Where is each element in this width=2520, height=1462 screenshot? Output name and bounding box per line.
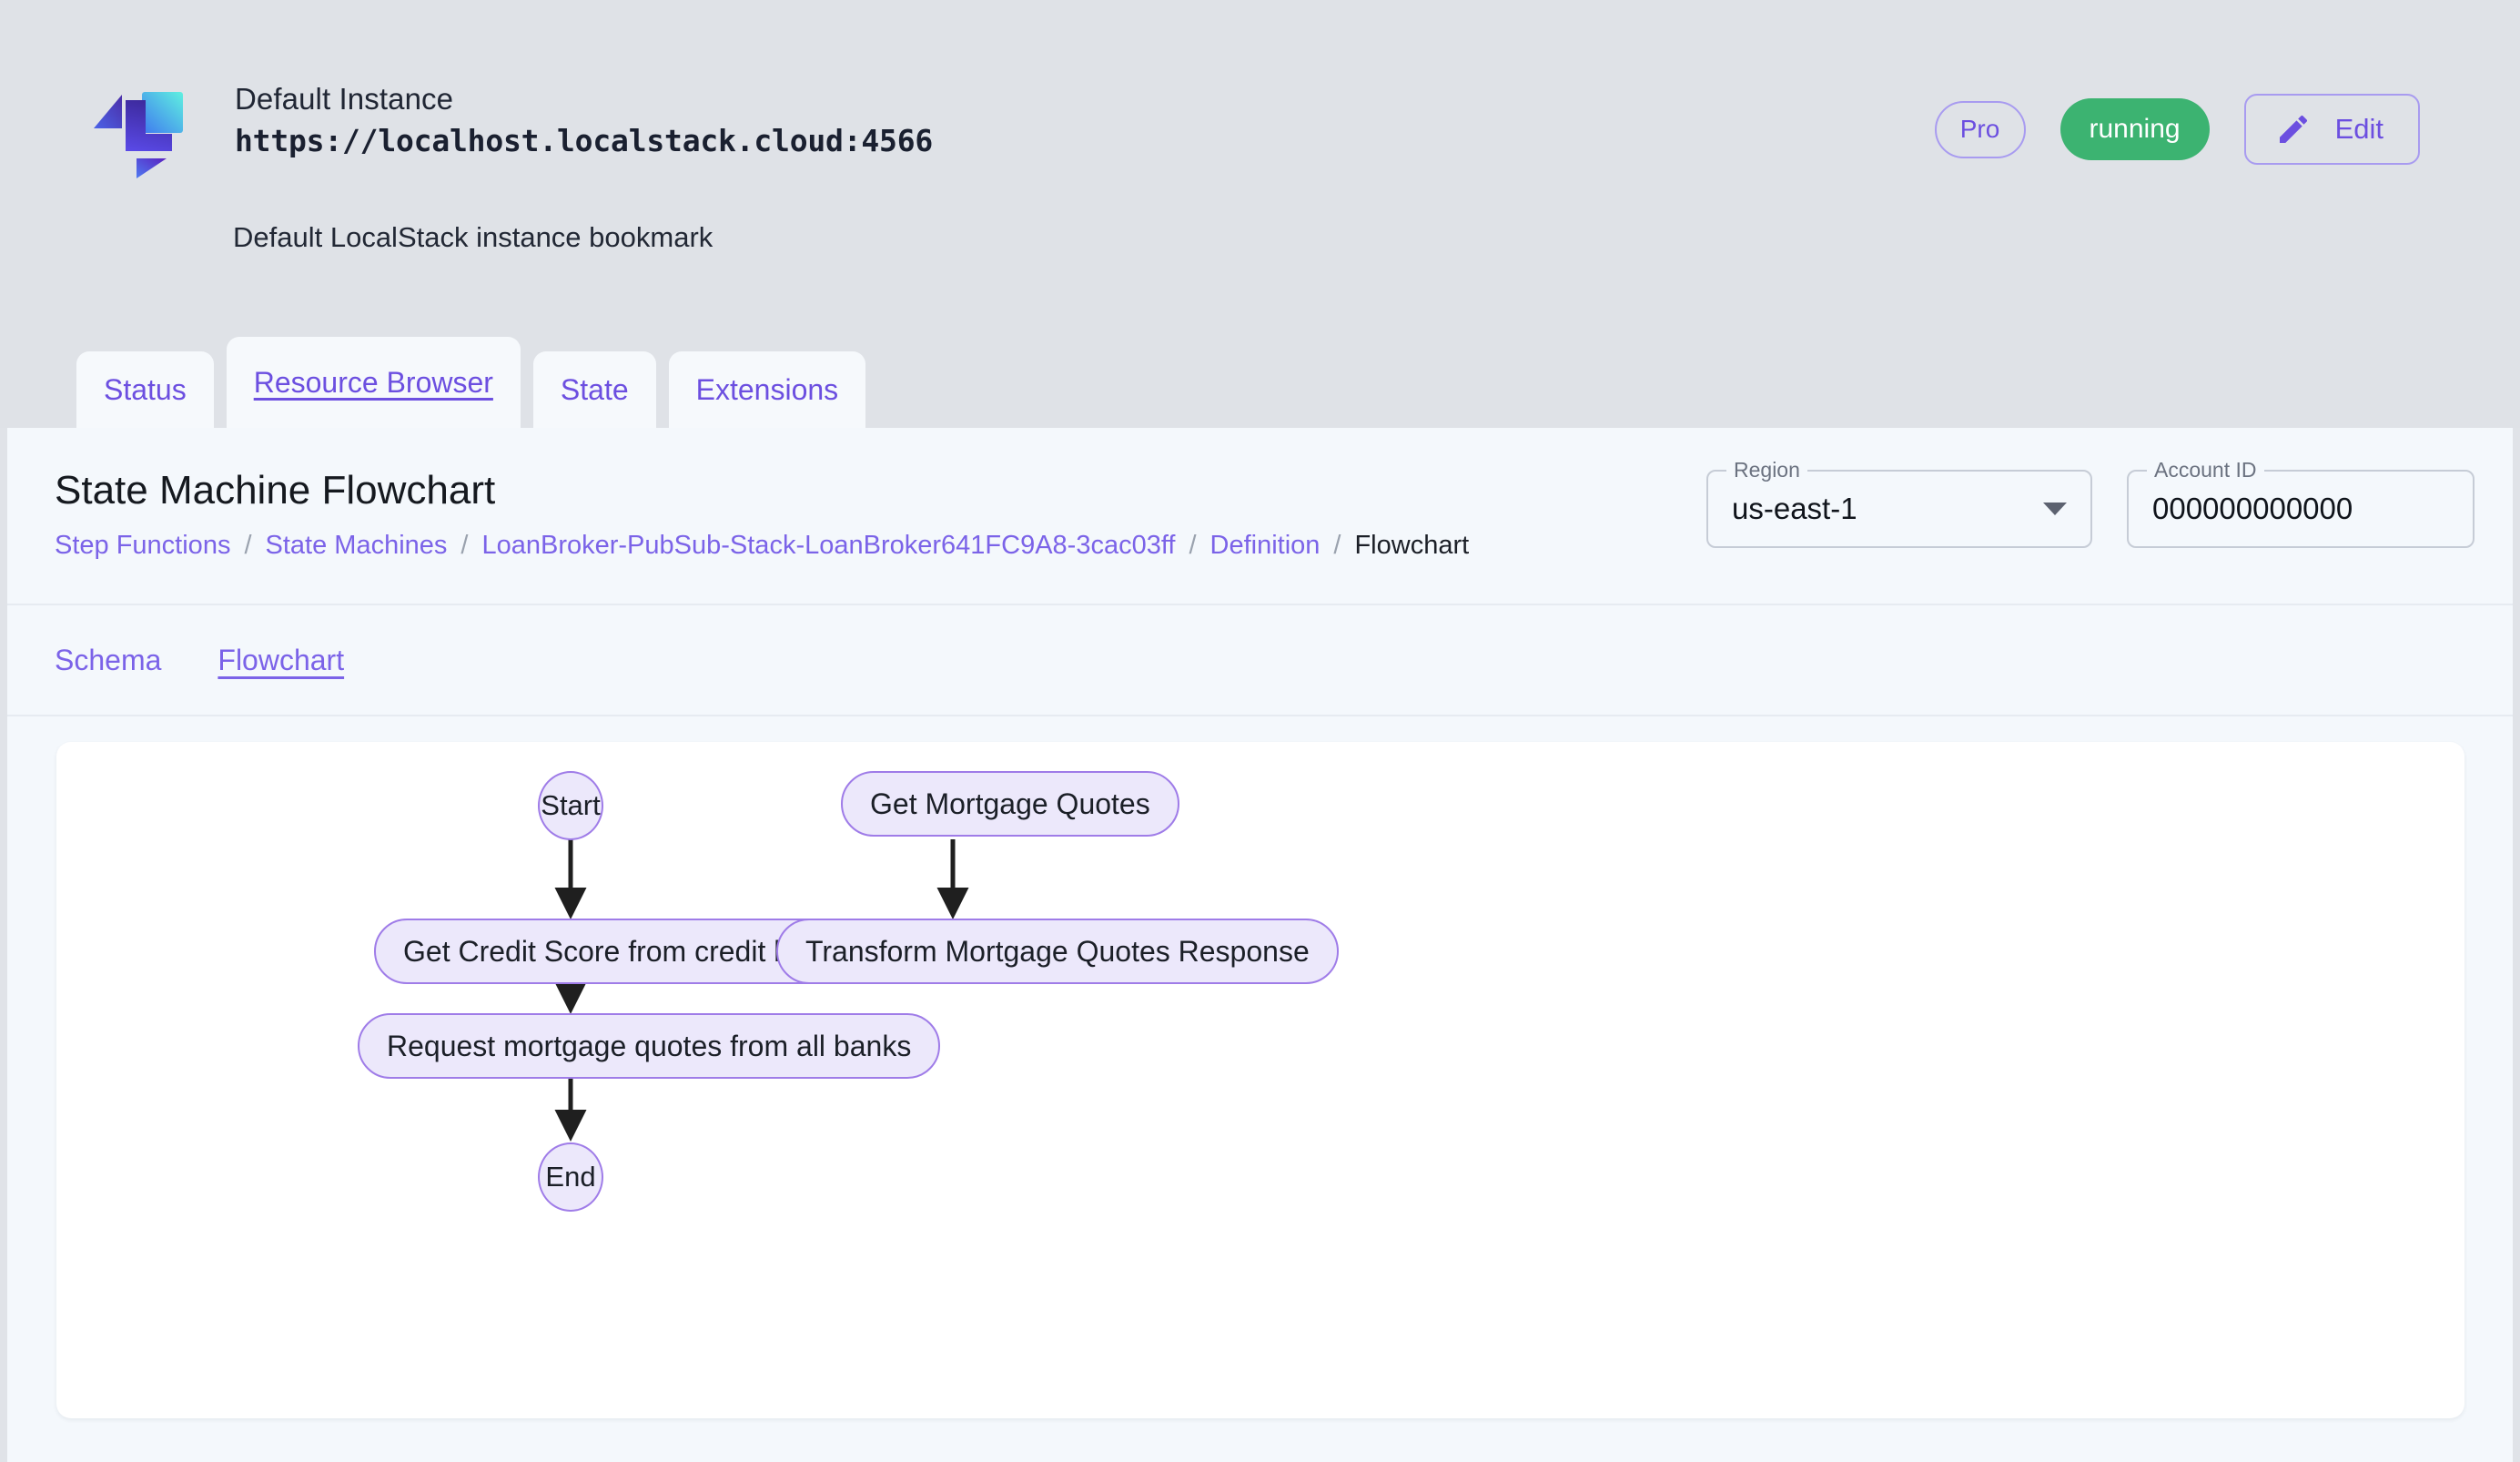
region-label: Region [1726,458,1807,482]
breadcrumb-separator: / [1333,531,1341,560]
subtab-flowchart[interactable]: Flowchart [218,643,345,676]
flow-node-transform-mortgage-quotes-response[interactable]: Transform Mortgage Quotes Response [776,919,1339,984]
sub-tabs: Schema Flowchart [7,605,2513,716]
brand-text: Default Instance https://localhost.local… [235,80,933,161]
breadcrumb-item-state-machine-name[interactable]: LoanBroker-PubSub-Stack-LoanBroker641FC9… [481,531,1176,560]
instance-description: Default LocalStack instance bookmark [233,221,713,253]
tab-status[interactable]: Status [76,351,214,428]
flowchart-edges [554,839,969,1142]
flow-node-get-mortgage-quotes-label: Get Mortgage Quotes [870,787,1150,820]
flowchart-canvas[interactable]: Start Get Credit Score from credit burea… [56,742,2464,1418]
chevron-down-icon [2043,503,2067,515]
region-select[interactable]: Region us-east-1 [1706,458,2092,548]
tab-state-label: State [560,372,629,406]
status-badge: running [2060,98,2210,160]
localstack-logo-icon [89,84,187,182]
flow-node-start-label: Start [541,789,601,821]
flow-node-end[interactable]: End [538,1142,603,1212]
account-id-field[interactable]: Account ID 000000000000 [2127,458,2474,548]
breadcrumb-item-state-machines[interactable]: State Machines [265,531,448,560]
instance-header: Default Instance https://localhost.local… [0,0,2520,428]
flow-node-request-mortgage-quotes-label: Request mortgage quotes from all banks [387,1029,912,1062]
instance-name: Default Instance [235,82,454,116]
tab-resource-browser-label: Resource Browser [253,365,493,399]
breadcrumb-item-step-functions[interactable]: Step Functions [55,531,231,560]
region-value: us-east-1 [1732,492,1857,525]
breadcrumb-separator: / [1189,531,1197,560]
tab-extensions-label: Extensions [695,372,839,406]
pro-badge[interactable]: Pro [1934,100,2026,158]
filter-fields: Region us-east-1 Account ID 000000000000 [1706,458,2474,548]
instance-url[interactable]: https://localhost.localstack.cloud:4566 [235,123,934,159]
breadcrumb: Step Functions / State Machines / LoanBr… [55,531,1469,561]
edit-button-label: Edit [2334,113,2383,145]
tab-resource-browser[interactable]: Resource Browser [226,337,521,428]
edit-button[interactable]: Edit [2243,94,2420,165]
flow-node-start[interactable]: Start [538,771,603,840]
account-id-label: Account ID [2147,458,2264,482]
page-titlebar: State Machine Flowchart Step Functions /… [7,428,2513,605]
tab-state[interactable]: State [532,351,656,428]
brand-row: Default Instance https://localhost.local… [89,80,933,182]
subtab-schema[interactable]: Schema [55,643,162,676]
page-title: State Machine Flowchart [55,468,496,513]
header-actions: Pro running Edit [1934,94,2420,165]
flow-node-transform-mortgage-quotes-response-label: Transform Mortgage Quotes Response [805,934,1310,968]
main-tabs: Status Resource Browser State Extensions [76,337,866,428]
breadcrumb-separator: / [244,531,252,560]
breadcrumb-separator: / [460,531,469,560]
flow-node-get-mortgage-quotes[interactable]: Get Mortgage Quotes [841,771,1179,837]
tab-extensions[interactable]: Extensions [668,351,866,428]
tab-status-label: Status [104,372,187,406]
breadcrumb-item-definition[interactable]: Definition [1209,531,1321,560]
content-area: State Machine Flowchart Step Functions /… [7,428,2513,1462]
account-id-value: 000000000000 [2152,492,2353,525]
breadcrumb-item-flowchart: Flowchart [1354,531,1470,560]
pencil-icon [2275,111,2312,147]
flow-node-end-label: End [545,1161,596,1193]
flowchart-card: Start Get Credit Score from credit burea… [56,742,2464,1418]
flow-node-request-mortgage-quotes[interactable]: Request mortgage quotes from all banks [358,1013,941,1079]
